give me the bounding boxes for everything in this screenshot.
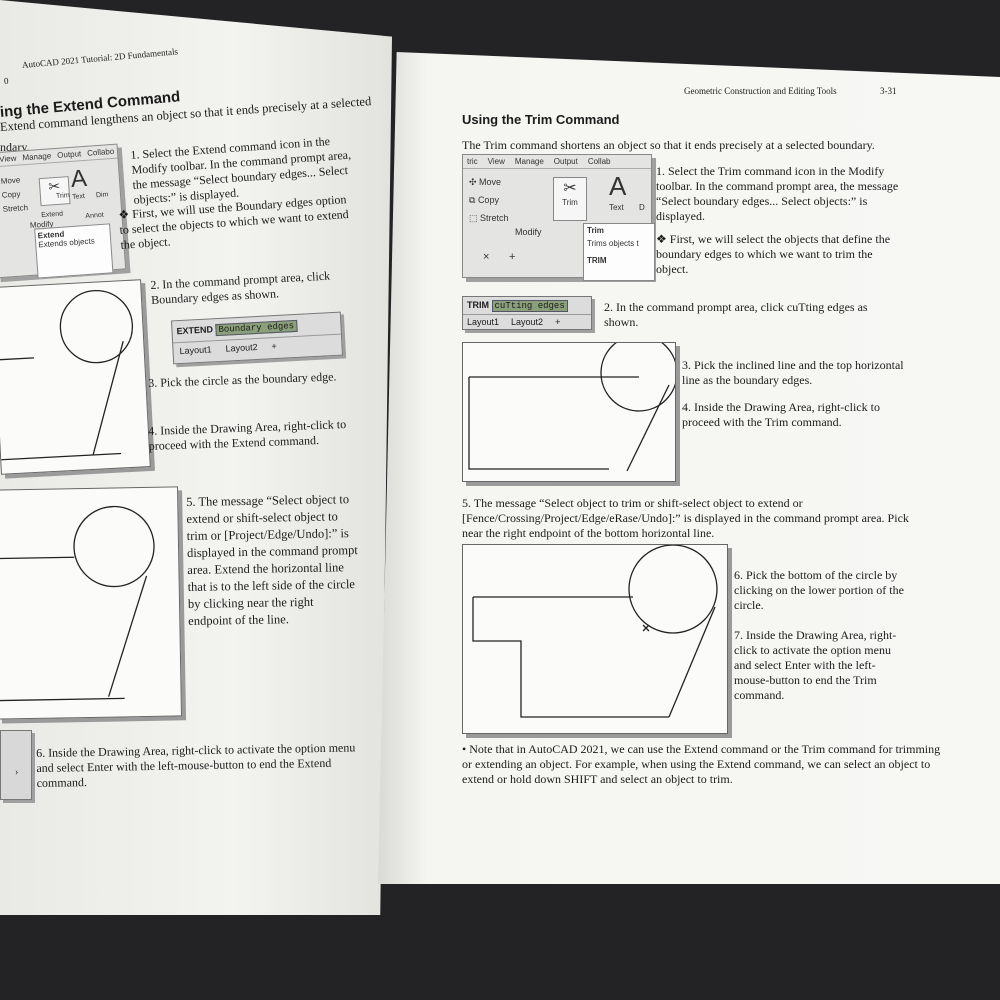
- ribbon-tabs: tric View Manage Output Collab: [463, 155, 651, 169]
- command-name: TRIM: [467, 300, 489, 310]
- extend-drawing-1-svg: [0, 289, 134, 461]
- move-tool: ✣ Move: [469, 173, 509, 191]
- tab-manage[interactable]: Manage: [22, 151, 52, 163]
- left-page: 0 AutoCAD 2021 Tutorial: 2D Fundamentals…: [0, 0, 392, 915]
- trim-flyout-desc: Trims objects t: [587, 239, 639, 248]
- trim-drawing-2-svg: [472, 544, 718, 718]
- tab-output[interactable]: Output: [56, 149, 82, 160]
- section-title: Using the Trim Command: [462, 112, 620, 127]
- page-number: 3-31: [880, 86, 897, 96]
- extend-step-6: 6. Inside the Drawing Area, right-click …: [36, 740, 356, 790]
- tab-view[interactable]: View: [487, 157, 505, 166]
- tab-collaborate[interactable]: Collab: [587, 157, 611, 166]
- context-menu-fragment: ›: [0, 730, 32, 800]
- text-icon[interactable]: A: [609, 171, 627, 201]
- trim-button[interactable]: ✂: [38, 176, 71, 207]
- trim-step-5: 5. The message “Select object to trim or…: [462, 496, 909, 540]
- add-layout-button[interactable]: +: [271, 340, 278, 352]
- tab-manage[interactable]: Manage: [514, 157, 544, 166]
- extend-drawing-1: [0, 279, 151, 475]
- trim-flyout-command: TRIM: [587, 256, 607, 265]
- copy-icon: ⧉: [469, 195, 478, 205]
- bullet-icon: ❖: [656, 232, 670, 246]
- trim-bullet-1: ❖ First, we will select the objects that…: [656, 232, 906, 277]
- trim-command-line: TRIM cuTting edges Layout1 Layout2 +: [462, 296, 592, 330]
- text-label: Text: [609, 203, 624, 212]
- running-header: AutoCAD 2021 Tutorial: 2D Fundamentals: [21, 46, 179, 70]
- dim-label: D: [639, 203, 645, 212]
- move-label[interactable]: Move: [479, 177, 502, 187]
- text-icon[interactable]: A: [69, 164, 88, 193]
- trim-step-2: 2. In the command prompt area, click cuT…: [604, 300, 868, 329]
- trim-drawing-1: [462, 334, 678, 482]
- copy-label[interactable]: Copy: [477, 195, 499, 205]
- modify-toolbar-screenshot: tric View Manage Output Collab ✣ Move ⧉ …: [462, 154, 655, 281]
- trim-bullet-1-text: First, we will select the objects that d…: [656, 232, 891, 276]
- trim-step-3: 3. Pick the inclined line and the top ho…: [682, 358, 904, 387]
- trim-step-6: 6. Pick the bottom of the circle by clic…: [734, 568, 904, 612]
- boundary-edges-option[interactable]: Boundary edges: [215, 319, 298, 337]
- intro-text: The Trim command shortens an object so t…: [462, 138, 875, 152]
- page-number: 0: [3, 75, 9, 86]
- stretch-label[interactable]: Stretch: [480, 213, 509, 223]
- extend-step-5: 5. The message “Select object to extend …: [186, 492, 358, 628]
- extend-step-4: 4. Inside the Drawing Area, right-click …: [148, 417, 347, 453]
- stretch-tool[interactable]: Stretch: [2, 203, 29, 214]
- trim-note-text: Note that in AutoCAD 2021, we can use th…: [462, 742, 941, 786]
- layout2-tab[interactable]: Layout2: [511, 317, 544, 327]
- modify-panel-label: Modify: [515, 227, 542, 237]
- tab-output[interactable]: Output: [553, 157, 578, 166]
- text-label: Text: [71, 193, 86, 201]
- modify-toolbar-screenshot: View Manage Output Collabo Move Copy Str…: [0, 143, 127, 279]
- chevron-right-icon: ›: [15, 767, 19, 778]
- dim-label: Dim: [95, 191, 109, 200]
- trim-label: Trim: [562, 198, 578, 207]
- close-icon[interactable]: ×: [483, 251, 490, 263]
- extend-drawing-2-svg: [0, 505, 155, 702]
- stretch-tool: ⬚ Stretch: [469, 209, 509, 227]
- copy-tool: ⧉ Copy: [469, 191, 509, 209]
- layout1-tab[interactable]: Layout1: [179, 344, 212, 357]
- trim-step-4: 4. Inside the Drawing Area, right-click …: [682, 400, 880, 429]
- trim-button[interactable]: ✂ Trim: [553, 177, 587, 221]
- cutting-edges-option[interactable]: cuTting edges: [491, 300, 568, 312]
- trim-drawing-1-svg: [468, 334, 678, 472]
- annotation-label: Annot: [85, 211, 104, 221]
- command-name: EXTEND: [176, 324, 214, 337]
- layout1-tab[interactable]: Layout1: [467, 317, 500, 327]
- tab-parametric[interactable]: tric: [467, 157, 478, 166]
- add-tab-button[interactable]: +: [509, 251, 516, 263]
- move-icon: ✣: [469, 177, 480, 187]
- extend-button[interactable]: Extend: [41, 210, 64, 220]
- add-layout-button[interactable]: +: [555, 317, 561, 327]
- tab-view[interactable]: View: [0, 153, 17, 164]
- right-page: Geometric Construction and Editing Tools…: [378, 52, 1000, 884]
- running-header: Geometric Construction and Editing Tools: [684, 86, 837, 96]
- trim-label: Trim: [55, 192, 70, 201]
- bullet-icon: •: [462, 742, 470, 756]
- trim-flyout-title: Trim: [587, 226, 604, 235]
- extend-command-line: EXTEND Boundary edges Layout1 Layout2 +: [170, 311, 344, 365]
- trim-note: • Note that in AutoCAD 2021, we can use …: [462, 742, 942, 787]
- layout2-tab[interactable]: Layout2: [225, 341, 258, 354]
- extend-step-2: 2. In the command prompt area, click Bou…: [150, 268, 331, 307]
- scissors-icon: ✂: [563, 180, 577, 197]
- trim-step-7: 7. Inside the Drawing Area, right-click …: [734, 628, 897, 702]
- trim-flyout: Trim Trims objects t TRIM: [583, 223, 655, 281]
- tab-collaborate[interactable]: Collabo: [86, 146, 115, 158]
- extend-flyout: Extend Extends objects: [34, 223, 114, 279]
- extend-drawing-2: [0, 486, 182, 720]
- stretch-icon: ⬚: [469, 213, 481, 223]
- bullet-icon: ❖: [118, 207, 133, 222]
- extend-step-3: 3. Pick the circle as the boundary edge.: [148, 369, 337, 390]
- trim-drawing-2: [462, 544, 728, 734]
- trim-step-1: 1. Select the Trim command icon in the M…: [656, 164, 899, 223]
